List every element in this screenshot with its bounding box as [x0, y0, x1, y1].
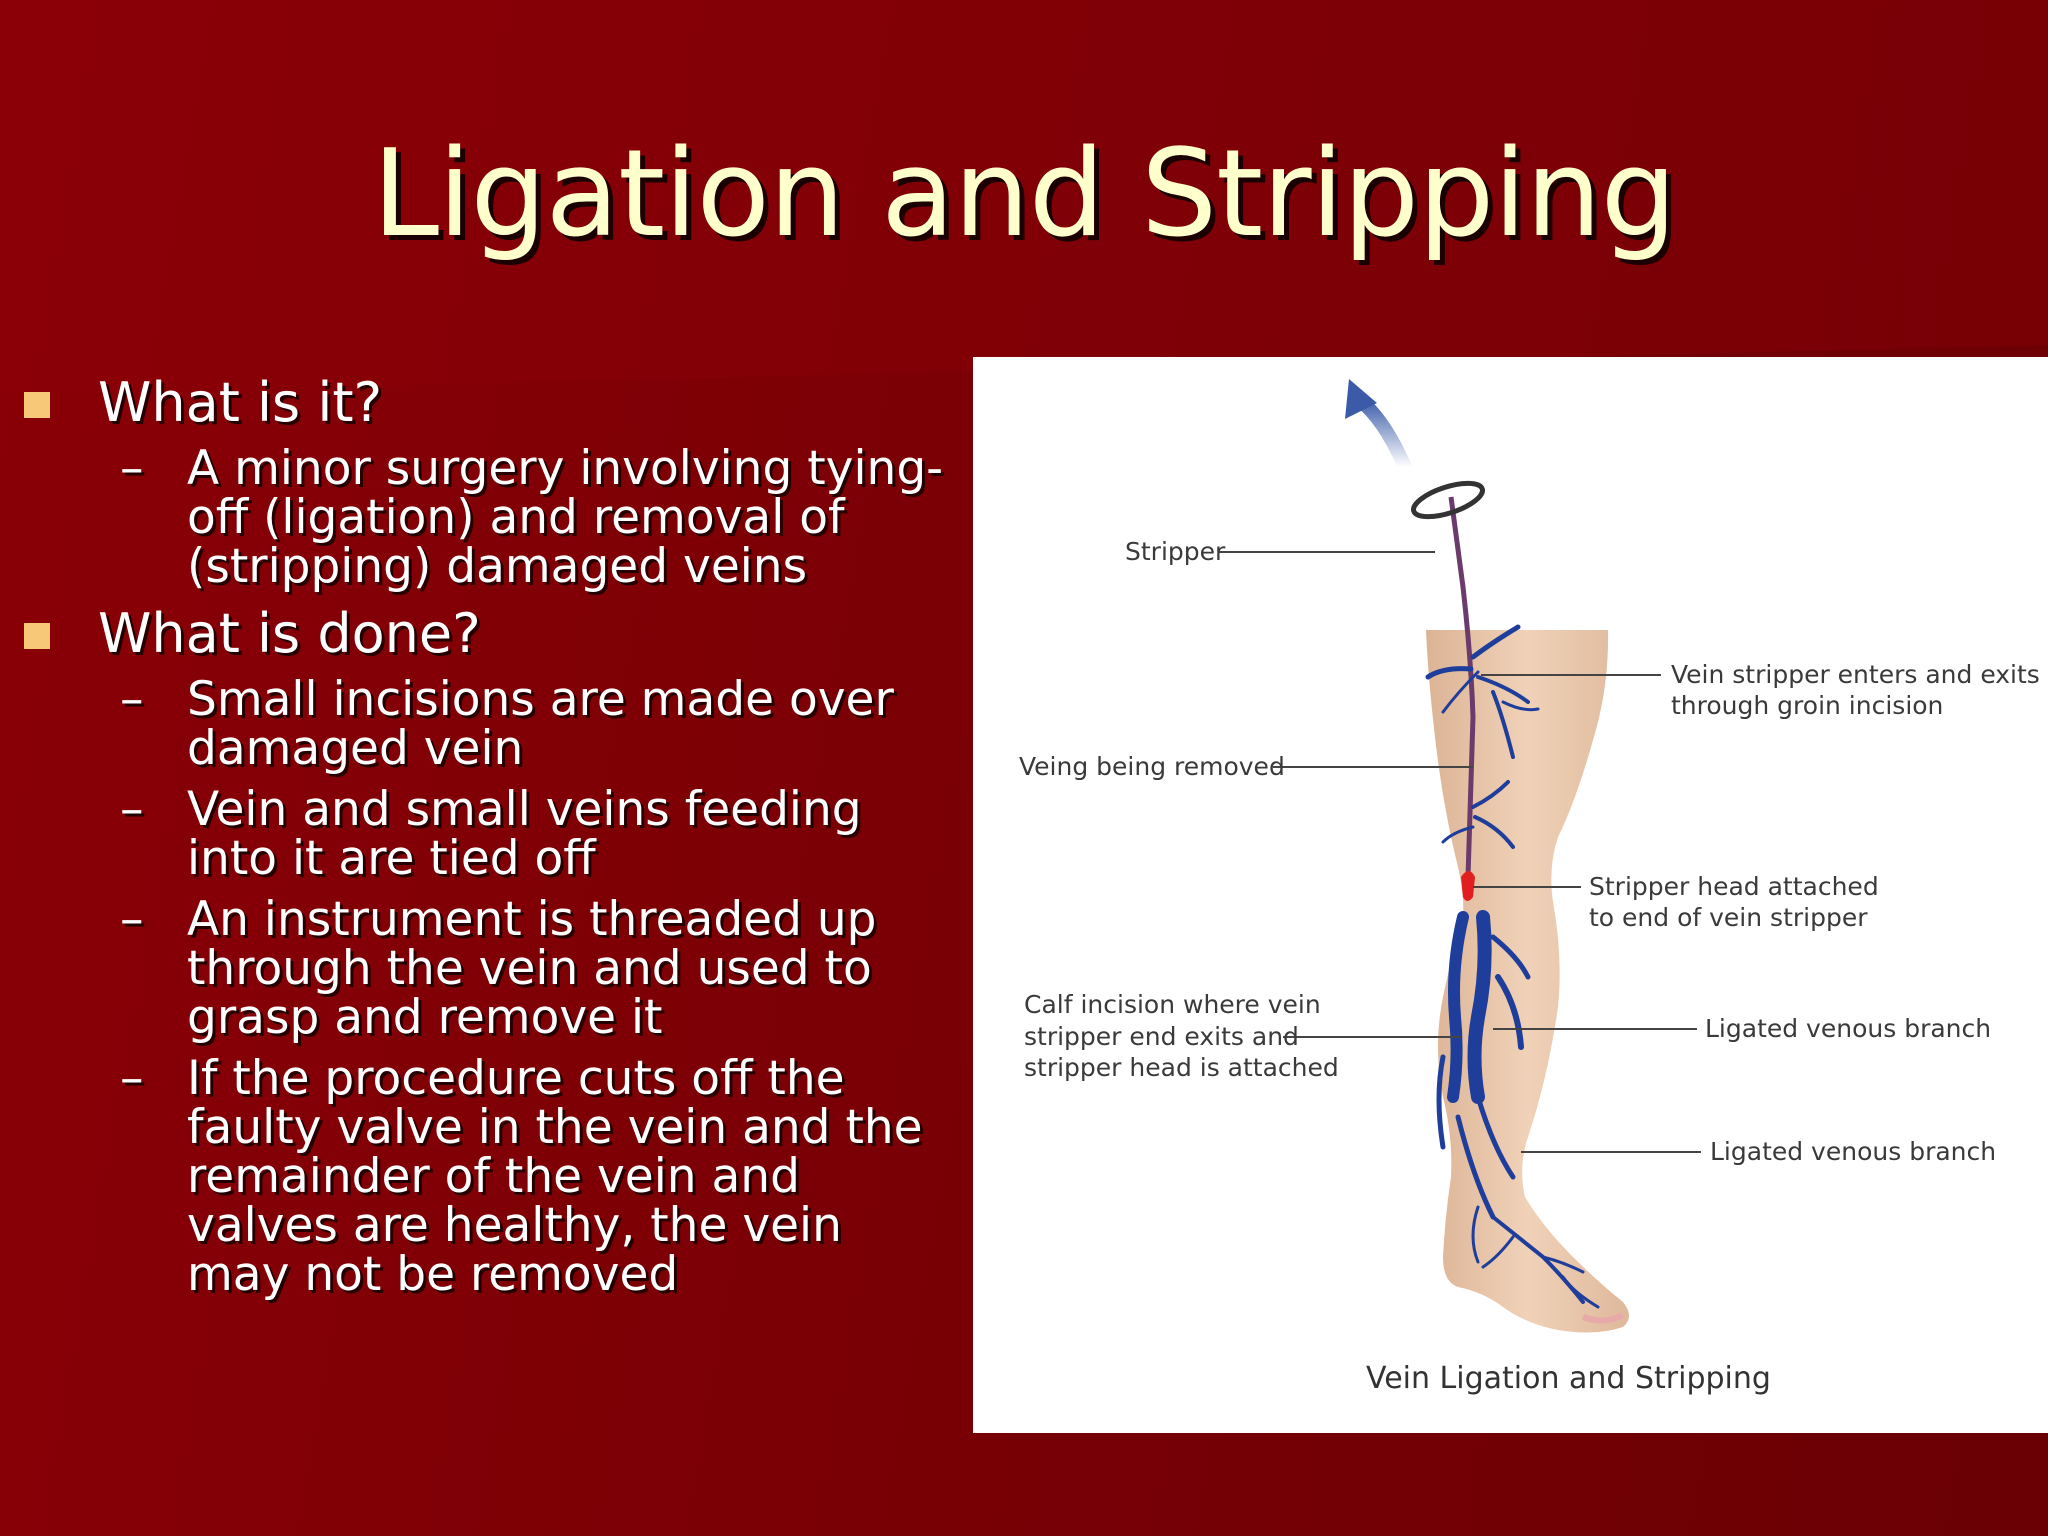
bullet-heading: What is it? — [98, 371, 383, 434]
foot-veins-icon — [1471, 1205, 1600, 1309]
stripper-head-icon — [1461, 871, 1475, 901]
label-calf-2: stripper end exits and — [1024, 1022, 1299, 1051]
sub-bullet: – Vein and small veins feeding into it a… — [0, 785, 950, 883]
label-vein-removed: Veing being removed — [1019, 752, 1285, 781]
sub-bullet-text: If the procedure cuts off the faulty val… — [187, 1051, 923, 1302]
sub-bullet-text: Small incisions are made over damaged ve… — [187, 672, 894, 776]
direction-arrow-icon — [1351, 392, 1412, 474]
illustration-svg: Stripper Vein stripper enters and exits … — [1019, 379, 2040, 1396]
thigh-veins-icon — [1425, 624, 1540, 849]
sub-bullet-text: An instrument is threaded up through the… — [187, 892, 877, 1045]
label-branch-2: Ligated venous branch — [1710, 1137, 1996, 1166]
figure-caption: Vein Ligation and Stripping — [1366, 1361, 1771, 1396]
vein-stripping-illustration: Stripper Vein stripper enters and exits … — [973, 357, 2048, 1433]
sub-bullet: – A minor surgery involving tying-off (l… — [0, 444, 950, 591]
sub-bullet: – Small incisions are made over damaged … — [0, 675, 950, 773]
toe-icon — [1581, 1312, 1625, 1324]
square-bullet-icon — [24, 392, 50, 418]
bullet-list: What is it? – A minor surgery involving … — [0, 372, 950, 1311]
square-bullet-icon — [24, 623, 50, 649]
sub-bullet-text: Vein and small veins feeding into it are… — [187, 782, 862, 886]
label-head-2: to end of vein stripper — [1589, 903, 1868, 932]
arrow-head-icon — [1345, 379, 1377, 419]
label-head-1: Stripper head attached — [1589, 872, 1879, 901]
dash-icon: – — [120, 782, 144, 837]
label-groin-1: Vein stripper enters and exits — [1671, 660, 2040, 689]
label-calf-3: stripper head is attached — [1024, 1053, 1339, 1082]
sub-bullet: – An instrument is threaded up through t… — [0, 895, 950, 1042]
dash-icon: – — [120, 441, 144, 496]
label-stripper: Stripper — [1125, 537, 1226, 566]
sub-bullet: – If the procedure cuts off the faulty v… — [0, 1054, 950, 1299]
bullet-what-is-it: What is it? — [0, 372, 950, 434]
sub-bullet-text: A minor surgery involving tying-off (lig… — [187, 441, 944, 594]
label-calf-1: Calf incision where vein — [1024, 990, 1321, 1019]
stripper-wire-icon — [1448, 496, 1476, 878]
bullet-heading: What is done? — [98, 602, 481, 665]
stripper-handle-icon — [1411, 480, 1485, 520]
slide-title: Ligation and Stripping — [372, 125, 1677, 264]
label-branch-1: Ligated venous branch — [1705, 1014, 1991, 1043]
leader-lines — [1218, 551, 1701, 1153]
dash-icon: – — [120, 1051, 144, 1106]
dash-icon: – — [120, 672, 144, 727]
bullet-what-is-done: What is done? — [0, 603, 950, 665]
label-groin-2: through groin incision — [1671, 691, 1943, 720]
calf-veins-icon — [1436, 910, 1531, 1220]
dash-icon: – — [120, 892, 144, 947]
